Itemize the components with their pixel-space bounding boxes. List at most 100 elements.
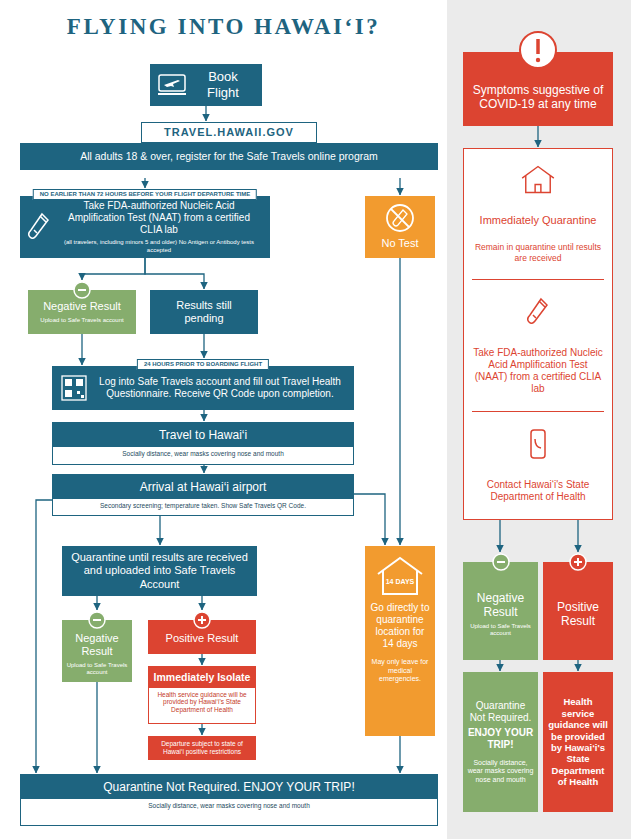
result-negative: Negative ResultUpload to Safe Travels ac… xyxy=(62,620,132,682)
diagram-title: FLYING INTO HAWAI‘I? xyxy=(0,14,447,40)
icon-minus xyxy=(73,281,91,299)
timing-tag: NO EARLIER THAN 72 HOURS BEFORE YOUR FLI… xyxy=(33,189,257,200)
icon-plus xyxy=(569,553,587,571)
quarantine-box: Quarantine until results are received an… xyxy=(62,546,257,596)
panel-heading: Immediately Quarantine xyxy=(480,214,597,227)
flow-arrow xyxy=(499,660,500,671)
flow-arrow xyxy=(82,258,145,280)
flow-arrow xyxy=(145,258,204,289)
panel-label: Contact Hawai‘i's State Department of He… xyxy=(472,479,604,503)
flow-arrow xyxy=(201,596,202,610)
node-note: Health service guidance will be provided… xyxy=(149,688,255,717)
flow-arrow xyxy=(201,724,202,735)
node-label: Positive Result xyxy=(166,632,239,645)
node-label: Log into Safe Travels account and fill o… xyxy=(94,376,346,400)
icon-label: 14 DAYS xyxy=(386,578,415,586)
node-note: Socially distance, wear masks covering n… xyxy=(467,759,534,784)
result-positive: Positive Result xyxy=(543,562,613,660)
timing-tag: 24 HOURS PRIOR TO BOARDING FLIGHT xyxy=(137,359,269,370)
node-note: Upload to Safe Travels account xyxy=(40,317,123,324)
flow-arrow xyxy=(96,682,97,773)
website-band: TRAVEL.HAWAII.GOVAll adults 18 & over, r… xyxy=(20,122,438,178)
node-label: Go directly to quarantine location for 1… xyxy=(369,602,431,650)
flow-arrow xyxy=(399,736,400,773)
band-label: Arrival at Hawai‘i airport xyxy=(53,475,353,499)
panel-note: Remain in quarantine until results are r… xyxy=(472,242,604,262)
test-box: NO EARLIER THAN 72 HOURS BEFORE YOUR FLI… xyxy=(20,196,270,258)
flow-arrow xyxy=(399,178,400,195)
quarantine-14-days: 14 DAYS Go directly to quarantine locatio… xyxy=(365,546,435,736)
icon-tube xyxy=(28,212,50,242)
icon-rtube xyxy=(527,297,549,327)
icon-plane xyxy=(158,74,186,96)
health-guidance: Health service guidance will be provided… xyxy=(543,672,613,812)
node-label: Negative Result xyxy=(467,591,534,620)
web-address: TRAVEL.HAWAII.GOV xyxy=(141,122,317,143)
isolate-box: Immediately IsolateHealth service guidan… xyxy=(148,666,256,724)
flow-arrow xyxy=(399,258,400,545)
flow-arrow xyxy=(537,126,538,147)
no-test-box: No Test xyxy=(365,196,435,258)
flow-arrow xyxy=(203,334,204,358)
node-label: No Test xyxy=(381,237,418,250)
node-note: Socially distance, wear masks covering n… xyxy=(118,447,288,461)
symptoms-panel: Immediately QuarantineRemain in quaranti… xyxy=(463,148,613,520)
band-label: All adults 18 & over, register for the S… xyxy=(20,143,438,170)
node-label: Results still pending xyxy=(158,299,250,325)
node-emphasis: ENJOY YOUR TRIP! xyxy=(467,727,534,751)
panel-label: Take FDA-authorized Nucleic Acid Amplifi… xyxy=(472,347,604,395)
icon-minus xyxy=(492,553,510,571)
icon-house14 xyxy=(375,556,425,596)
node-label: Negative Result xyxy=(66,632,128,658)
icon-qr xyxy=(61,375,87,401)
symptoms-alert: Symptoms suggestive of COVID-19 at any t… xyxy=(463,52,613,126)
result-pending: Results still pending xyxy=(150,290,258,334)
node-label: Quarantine Not Required. xyxy=(467,700,534,724)
node-note: Socially distance, wear masks covering n… xyxy=(144,799,314,813)
node-note: Upload to Safe Travels account xyxy=(467,623,534,637)
departure-note: Departure subject to state of Hawai‘i po… xyxy=(148,736,256,760)
node-label: Quarantine until results are received an… xyxy=(70,551,249,591)
arrival-box: Arrival at Hawai‘i airportSecondary scre… xyxy=(52,474,354,516)
flow-arrow xyxy=(201,654,202,665)
flow-arrow xyxy=(203,465,204,473)
start-box: Book Flight xyxy=(150,64,262,106)
node-note: May only leave for medical emergencies. xyxy=(369,658,431,683)
band-label: Travel to Hawai‘i xyxy=(53,423,353,447)
icon-rphone xyxy=(528,429,548,459)
result-positive: Positive Result xyxy=(148,620,256,654)
flow-arrow xyxy=(354,494,385,545)
node-note: Departure subject to state of Hawai‘i po… xyxy=(152,740,252,756)
icon-plus xyxy=(193,611,211,629)
divider-line xyxy=(472,279,604,280)
node-note: Upload to Safe Travels account xyxy=(66,662,128,676)
icon-notest xyxy=(385,203,415,233)
node-label: Health service guidance will be provided… xyxy=(547,696,609,787)
flow-arrow xyxy=(205,106,206,121)
flow-arrow xyxy=(159,516,160,545)
node-label: Take FDA-authorized Nucleic Acid Amplifi… xyxy=(56,200,262,236)
end-box: Quarantine Not Required. ENJOY YOUR TRIP!… xyxy=(463,672,538,812)
flow-arrow xyxy=(81,334,82,365)
node-note: (all travelers, including minors 5 and o… xyxy=(56,239,262,253)
flow-arrow xyxy=(577,520,578,552)
node-label: Book Flight xyxy=(192,69,254,100)
divider-line xyxy=(472,411,604,412)
node-label: Positive Result xyxy=(547,600,609,629)
node-note: Secondary screening; temperature taken. … xyxy=(96,499,310,513)
travel-box: Travel to Hawai‘iSocially distance, wear… xyxy=(52,422,354,465)
flow-arrow xyxy=(203,410,204,421)
result-negative: Negative ResultUpload to Safe Travels ac… xyxy=(463,562,538,660)
icon-minus xyxy=(88,611,106,629)
flow-arrow xyxy=(499,520,500,552)
band-label: Immediately Isolate xyxy=(149,667,255,688)
node-label: Symptoms suggestive of COVID-19 at any t… xyxy=(467,83,609,112)
result-negative: Negative ResultUpload to Safe Travels ac… xyxy=(28,290,136,334)
end-box: Quarantine Not Required. ENJOY YOUR TRIP… xyxy=(20,774,438,826)
flow-arrow xyxy=(36,500,52,773)
flow-arrow xyxy=(144,178,145,188)
band-label: Quarantine Not Required. ENJOY YOUR TRIP… xyxy=(21,775,437,799)
flow-arrow xyxy=(96,596,97,610)
node-label: Negative Result xyxy=(43,300,121,313)
questionnaire-box: 24 HOURS PRIOR TO BOARDING FLIGHTLog int… xyxy=(52,366,354,410)
